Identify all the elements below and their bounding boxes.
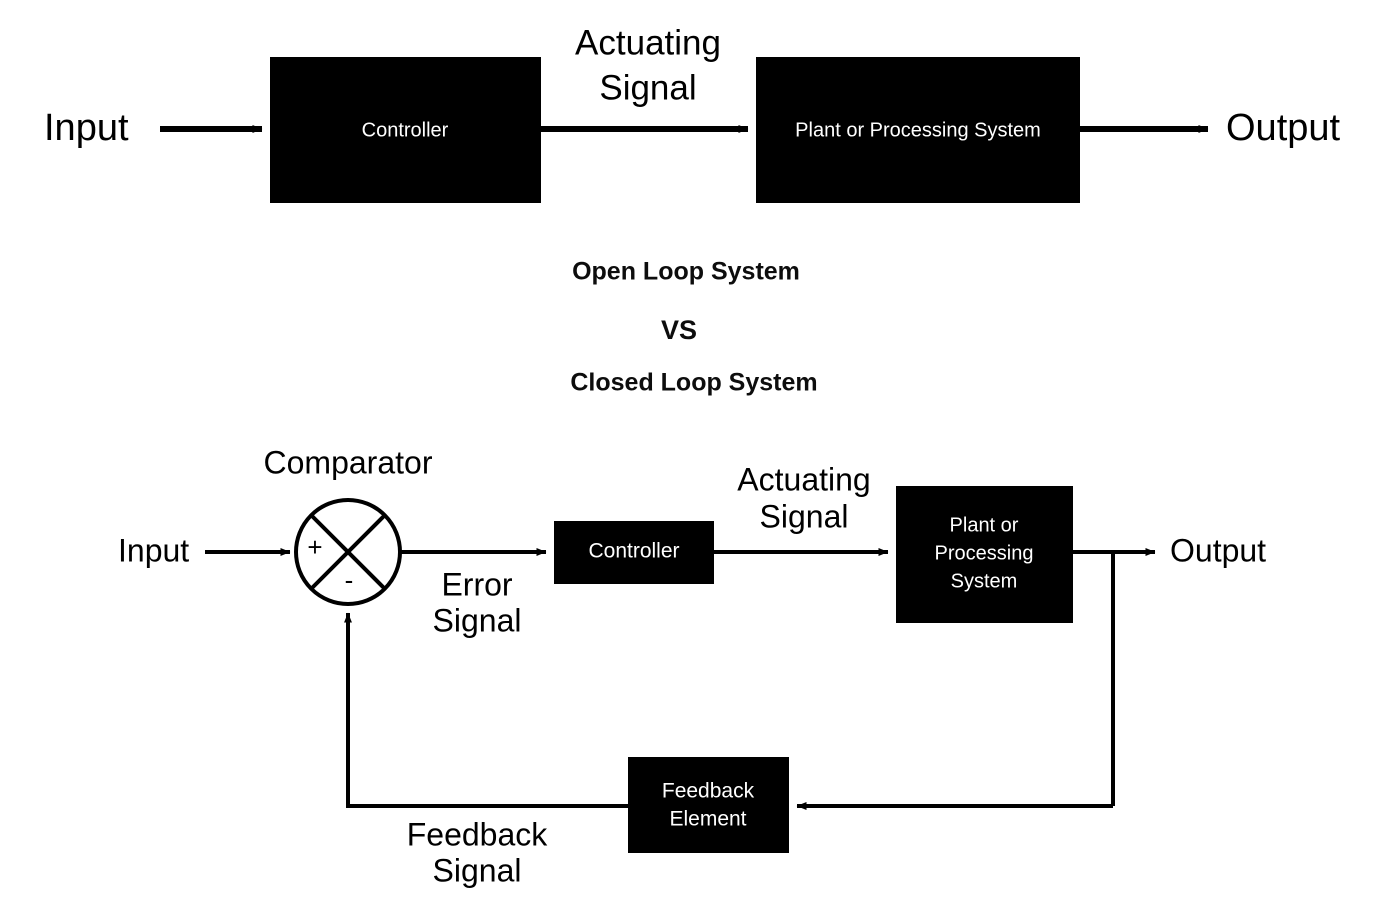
- feedback-element-block: [628, 757, 789, 853]
- feedback-signal-label-line2: Signal: [433, 852, 522, 888]
- title-vs: VS: [661, 315, 697, 345]
- comparator-plus-sign: +: [307, 532, 322, 562]
- error-signal-label-line1: Error: [441, 566, 512, 602]
- open-loop-controller-label: Controller: [362, 119, 449, 141]
- open-loop-plant-label: Plant or Processing System: [795, 119, 1041, 141]
- open-loop-controller-block: [270, 57, 541, 203]
- comparator-caption-label: Comparator: [264, 444, 433, 480]
- closed-loop-input-label: Input: [118, 532, 189, 568]
- closed-loop-plant-label-line3: System: [951, 570, 1018, 592]
- feedback-element-label-line1: Feedback: [662, 780, 755, 803]
- closed-loop-actuating-signal-label-line1: Actuating: [737, 461, 870, 497]
- closed-loop-output-label: Output: [1170, 532, 1266, 568]
- closed-loop-plant-block: [896, 486, 1073, 623]
- feedback-element-label-line2: Element: [669, 808, 746, 831]
- feedback-signal-label-line1: Feedback: [407, 816, 549, 852]
- closed-loop-controller-label: Controller: [588, 540, 679, 563]
- title-open-loop-system: Open Loop System: [572, 258, 800, 286]
- error-signal-label-line2: Signal: [433, 602, 522, 638]
- open-loop-input-label: Input: [44, 107, 129, 149]
- open-loop-output-label: Output: [1226, 107, 1341, 149]
- open-loop-actuating-signal-label-line1: Actuating: [575, 23, 721, 62]
- open-loop-plant-block: [756, 57, 1080, 203]
- comparator-cross-line-2: [309, 513, 387, 591]
- comparator-minus-sign: -: [345, 565, 354, 595]
- title-closed-loop-system: Closed Loop System: [570, 369, 817, 397]
- closed-loop-actuating-signal-label-line2: Signal: [760, 498, 849, 534]
- closed-loop-plant-label-line1: Plant or: [950, 514, 1019, 536]
- closed-loop-controller-block: [554, 521, 714, 584]
- open-loop-actuating-signal-label-line2: Signal: [599, 68, 696, 107]
- closed-loop-plant-label-line2: Processing: [935, 542, 1034, 564]
